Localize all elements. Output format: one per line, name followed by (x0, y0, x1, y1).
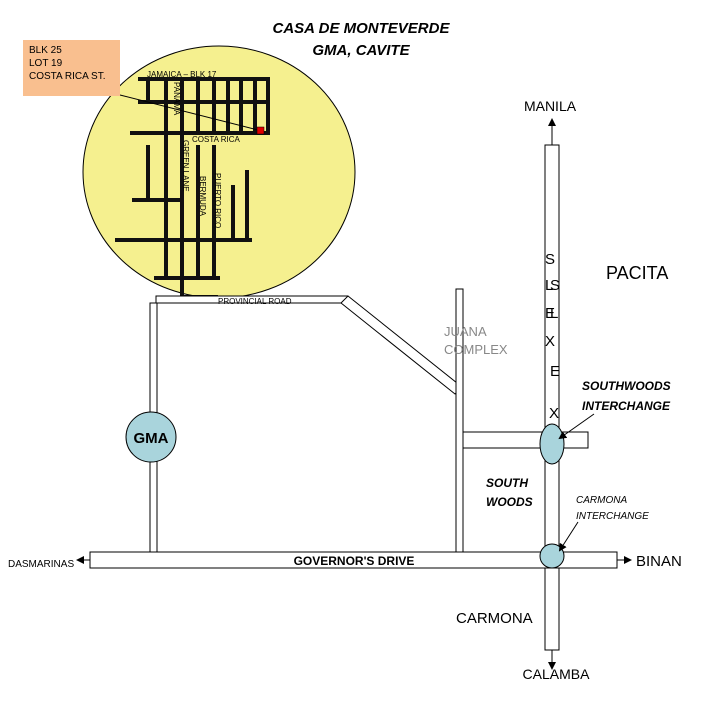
address-block: BLK 25 (29, 45, 62, 56)
street-label-puerto-rico: PUERTO RICO (213, 173, 222, 228)
map-title-line2: GMA, CAVITE (312, 42, 410, 59)
subdivision-highlight-circle (82, 45, 356, 299)
south-woods-label-line1: SOUTH (486, 476, 528, 490)
southwoods-road (462, 431, 589, 449)
southwoods-interchange-label-line1: SOUTHWOODS (582, 379, 671, 393)
binan-label: BINAN (636, 553, 682, 570)
slex-letter-e: E (545, 305, 555, 322)
slex-letter-x-repeat: X (549, 405, 559, 422)
slex-expressway (544, 144, 560, 651)
address-pointer-line (119, 94, 259, 131)
gma-town-marker (125, 411, 177, 463)
slex-letter-x: X (545, 333, 555, 350)
carmona-interchange-label-line2: INTERCHANGE (576, 511, 649, 522)
slex-letter-s: S (545, 251, 555, 268)
carmona-interchange-marker (539, 543, 565, 569)
street-label-costa-rica: COSTA RICA (192, 135, 241, 144)
southwoods-interchange-marker (539, 423, 565, 465)
gma-label: GMA (134, 430, 169, 447)
street-label-panama: PANAMA (172, 82, 181, 116)
southwoods-interchange-pointer (558, 413, 595, 440)
provincial-road-label: PROVINCIAL ROAD (218, 297, 292, 306)
slex-letter-l: L (545, 277, 553, 294)
manila-label: MANILA (524, 98, 577, 114)
carmona-interchange-label-line1: CARMONA (576, 495, 627, 506)
map-title-line1: CASA DE MONTEVERDE (273, 20, 451, 37)
south-woods-label-line2: WOODS (486, 495, 533, 509)
governors-drive-label: GOVERNOR'S DRIVE (294, 554, 415, 568)
carmona-label: CARMONA (456, 610, 533, 627)
lot-marker (256, 126, 265, 135)
address-street: COSTA RICA ST. (29, 71, 106, 82)
pacita-label: PACITA (606, 263, 668, 283)
southwoods-interchange-label-line2: INTERCHANGE (582, 399, 671, 413)
slex-letter-e-repeat: E (550, 363, 560, 380)
juana-complex-label-line1: JUANA (444, 324, 487, 339)
slex-letter-l-repeat: L (550, 305, 558, 322)
dasmarinas-label: DASMARINAS (8, 559, 74, 570)
juana-complex-label-line2: COMPLEX (444, 342, 508, 357)
slex-letter-s-repeat: S (550, 277, 560, 294)
address-note: BLK 25 LOT 19 COSTA RICA ST. (23, 40, 120, 96)
street-label-bermuda: BERMUDA (198, 176, 207, 217)
carmona-interchange-pointer (558, 521, 579, 552)
address-lot: LOT 19 (29, 58, 63, 69)
street-label-green-lane: GREEN LANE (181, 140, 190, 192)
calamba-label: CALAMBA (523, 666, 591, 682)
street-label-jamaica: JAMAICA – BLK 17 (147, 70, 217, 79)
